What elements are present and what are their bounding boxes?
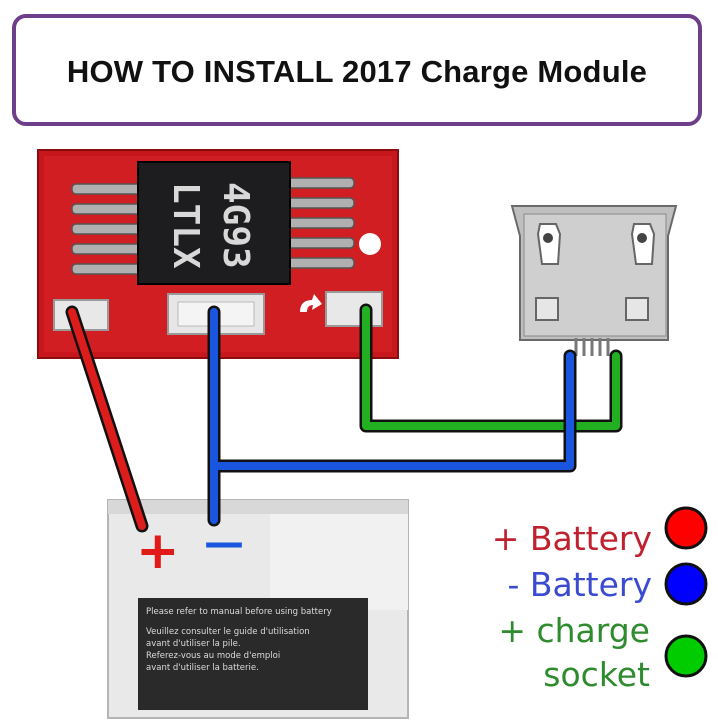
page-title: HOW TO INSTALL 2017 Charge Module [66,54,648,89]
ic-chip [137,161,291,285]
battery-minus-symbol: — [204,520,244,566]
legend-charge-line1: + charge [498,611,650,650]
mounting-hole [359,233,381,255]
battery-label-line-5: avant d'utiliser la batterie. [146,663,259,673]
wires [65,303,623,533]
battery-label-line-3: avant d'utiliser la pile. [146,639,241,649]
wire-negative [210,308,574,524]
legend-charge-line2: socket [543,655,650,694]
pad-charge [325,291,383,327]
micro-usb-socket [510,205,678,356]
battery-label-line-2: Veuillez consulter le guide d'utilisatio… [146,627,310,637]
battery-label-line-1: Please refer to manual before using batt… [146,607,332,617]
title-box: HOW TO INSTALL 2017 Charge Module [12,14,702,126]
legend-negative-battery: - Battery [507,565,652,604]
battery-label [138,598,368,710]
wire-positive [68,308,146,530]
legend-dot-positive [664,506,708,550]
chip-marking-1: LTLX [165,182,206,269]
chip-marking-2: 4G93 [215,182,256,269]
arrow-icon [300,294,322,312]
legend-positive-battery: + Battery [491,519,652,558]
wire-charge [362,306,620,430]
pad-positive [53,299,109,331]
legend-dot-charge [664,634,708,678]
battery-label-line-4: Referez-vous au mode d'emploi [146,651,280,661]
legend-dot-negative [664,562,708,606]
battery: Please refer to manual before using batt… [107,499,409,719]
